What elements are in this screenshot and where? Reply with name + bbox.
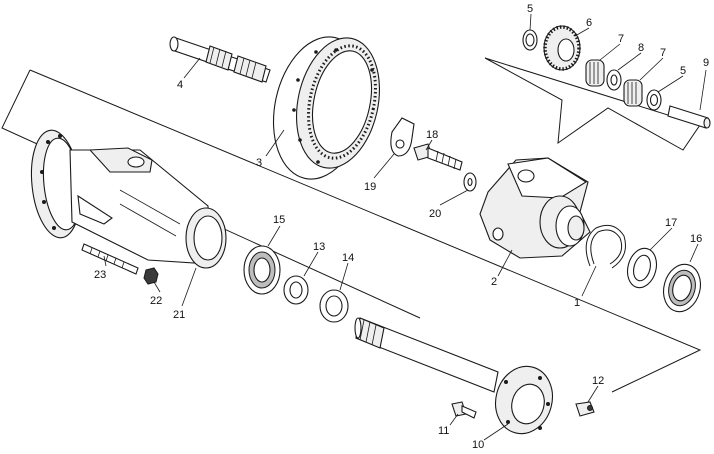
callout-1: 1 (574, 297, 580, 309)
snap-ring (585, 224, 626, 269)
planet-gear-set (522, 25, 711, 129)
callout-11: 11 (438, 425, 449, 437)
callout-16: 16 (690, 233, 702, 245)
bearing-right (662, 263, 702, 313)
needle-bearing-left (585, 59, 605, 87)
callout-2: 2 (491, 276, 497, 288)
callout-8: 8 (638, 42, 644, 54)
planet-pin (667, 105, 711, 129)
callout-22: 22 (150, 295, 162, 307)
washer (463, 172, 477, 192)
needle-bearing-right (623, 79, 643, 107)
callout-7a: 7 (618, 33, 624, 45)
callout-labels: 1 2 3 4 5 5 6 7 7 8 9 10 11 12 13 14 15 … (94, 3, 709, 451)
axle-shaft (354, 317, 553, 435)
stud (81, 243, 139, 275)
callout-21: 21 (173, 309, 185, 321)
callout-6: 6 (586, 17, 592, 29)
callout-18: 18 (426, 129, 438, 141)
callout-19: 19 (364, 181, 376, 193)
callout-5a: 5 (527, 3, 533, 15)
callout-12: 12 (592, 375, 604, 387)
carrier-hub (479, 157, 591, 259)
seal (283, 275, 309, 305)
tab-washer (390, 117, 415, 157)
callout-10: 10 (472, 439, 484, 451)
thrust-washer (626, 247, 658, 289)
callout-20: 20 (429, 208, 441, 220)
bearing-left (243, 245, 281, 295)
grease-nipple (575, 401, 595, 417)
callout-5b: 5 (680, 65, 686, 77)
callout-17: 17 (665, 217, 677, 229)
callout-3: 3 (256, 157, 262, 169)
callout-9: 9 (703, 57, 709, 69)
planet-gear (543, 25, 581, 71)
input-shaft (169, 36, 271, 83)
callout-7b: 7 (660, 47, 666, 59)
nut (143, 267, 159, 285)
callout-23: 23 (94, 269, 106, 281)
callout-15: 15 (273, 214, 285, 226)
callout-13: 13 (313, 241, 325, 253)
ring-gear (272, 36, 381, 180)
bolt (413, 143, 463, 171)
axle-housing (30, 129, 227, 269)
wheel-bolt (451, 401, 477, 419)
spacer-ring (319, 289, 349, 323)
callout-4: 4 (177, 79, 183, 91)
leader-lines (103, 13, 707, 441)
callout-14: 14 (342, 252, 354, 264)
